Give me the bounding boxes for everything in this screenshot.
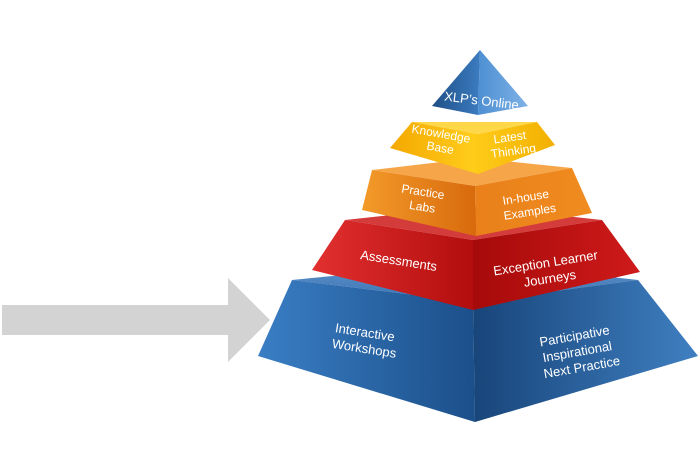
tier-2-right-label: Latest Thinking [488,127,537,161]
tier-1-online [432,50,528,115]
pointer-arrow [2,278,270,362]
tier-3-left-label: Practice Labs [398,181,449,217]
tier-3-practice [362,158,592,236]
tier-2-knowledge [390,122,555,174]
